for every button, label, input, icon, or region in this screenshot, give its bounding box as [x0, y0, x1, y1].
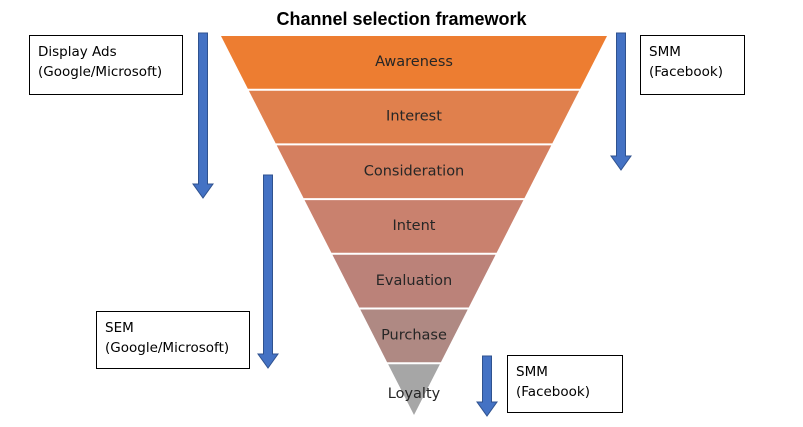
channel-box-line: (Facebook) — [649, 64, 723, 80]
funnel-stage-label: Interest — [386, 109, 442, 125]
down-arrow-sem-icon — [257, 174, 279, 369]
funnel-stage-purchase — [360, 309, 468, 363]
channel-box-line: Display Ads — [38, 44, 117, 60]
funnel-stage-intent — [304, 200, 524, 253]
down-arrow-smm-bottom-icon — [476, 355, 498, 417]
funnel-stage-evaluation — [332, 254, 496, 308]
channel-box-line: (Facebook) — [516, 384, 590, 400]
channel-box-smm-bottom: SMM (Facebook) — [507, 355, 623, 413]
funnel-stage-label: Evaluation — [376, 273, 453, 289]
funnel-stage-awareness — [221, 36, 607, 89]
channel-box-smm-top: SMM (Facebook) — [640, 35, 745, 95]
diagram-title: Channel selection framework — [276, 9, 527, 29]
funnel-stage-label: Loyalty — [388, 386, 441, 402]
channel-box-line: SEM — [105, 320, 134, 336]
channel-box-line: SMM — [516, 364, 548, 380]
funnel-stage-loyalty — [388, 364, 440, 415]
down-arrow-display-ads-icon — [192, 32, 214, 199]
channel-box-display-ads: Display Ads (Google/Microsoft) — [29, 35, 183, 95]
funnel-stage-label: Purchase — [381, 328, 447, 344]
down-arrow-smm-top-icon — [610, 32, 632, 171]
funnel-stage-interest — [248, 90, 580, 144]
channel-box-line: (Google/Microsoft) — [38, 64, 163, 80]
funnel-stage-label: Consideration — [364, 163, 465, 179]
funnel-stage-label: Awareness — [375, 54, 453, 70]
channel-box-line: (Google/Microsoft) — [105, 340, 230, 356]
channel-box-line: SMM — [649, 44, 681, 60]
channel-box-sem: SEM (Google/Microsoft) — [96, 311, 250, 369]
funnel-stage-consideration — [276, 145, 552, 199]
funnel-stage-label: Intent — [393, 218, 436, 234]
